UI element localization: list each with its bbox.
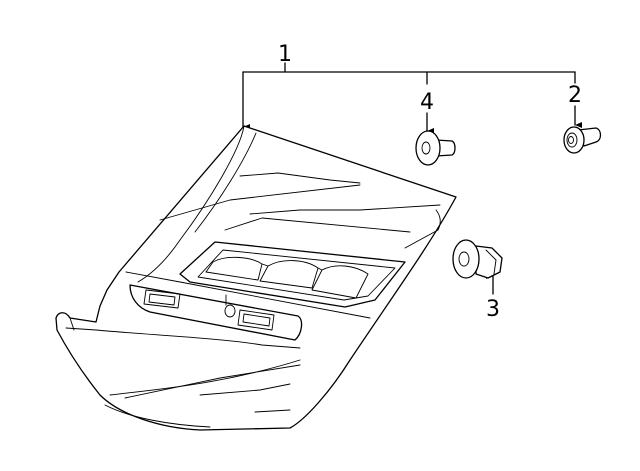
console-top-edge	[137, 125, 245, 283]
nut-hole	[458, 251, 470, 267]
console-surface-line-b	[159, 184, 361, 221]
vent-divider-1	[261, 263, 269, 267]
push-fastener-head	[415, 130, 441, 166]
lower-crease-4	[254, 409, 291, 413]
lower-trim-end	[69, 317, 75, 331]
switch-left-inner	[148, 293, 176, 306]
switch-right-inner	[242, 313, 271, 327]
callout-2: 2	[568, 83, 582, 108]
vent-divider-2	[317, 267, 323, 271]
callout-4: 4	[420, 90, 434, 115]
lower-crease-3	[199, 383, 291, 396]
vent-bay	[179, 241, 406, 308]
callout-3: 3	[486, 297, 500, 322]
lower-crease-2	[124, 364, 301, 399]
switch-left	[143, 289, 181, 309]
console-surface-line-d	[224, 217, 411, 233]
nut-hex-edge	[485, 249, 497, 275]
push-fastener-shank	[435, 139, 456, 157]
console-top-edge-inner	[194, 132, 257, 233]
nut	[452, 239, 503, 279]
clip	[563, 126, 602, 154]
overhead-console	[55, 125, 457, 431]
switch-panel	[129, 284, 303, 341]
push-fastener-hole	[421, 141, 431, 155]
center-button	[224, 304, 236, 318]
console-surface-line-c	[249, 204, 441, 215]
lower-edge-inner	[104, 404, 211, 428]
callout-1: 1	[278, 42, 292, 67]
clip-head	[563, 126, 585, 154]
clip-inner-ring	[566, 132, 578, 148]
push-fastener	[415, 130, 456, 166]
vent-slot-2	[259, 260, 319, 289]
vent-slot-3	[311, 265, 369, 299]
nut-hex-body	[475, 245, 503, 279]
lower-crease-1	[109, 359, 301, 396]
console-rear-curve	[404, 209, 441, 249]
vent-slot-1	[205, 256, 263, 281]
leader-lines	[242, 62, 582, 295]
lower-trim-line	[65, 327, 301, 349]
console-surface-line-a	[239, 172, 361, 184]
nut-flange	[452, 239, 480, 279]
console-ridge-line	[125, 271, 371, 319]
clip-hole	[568, 136, 574, 144]
switch-right	[237, 309, 275, 331]
